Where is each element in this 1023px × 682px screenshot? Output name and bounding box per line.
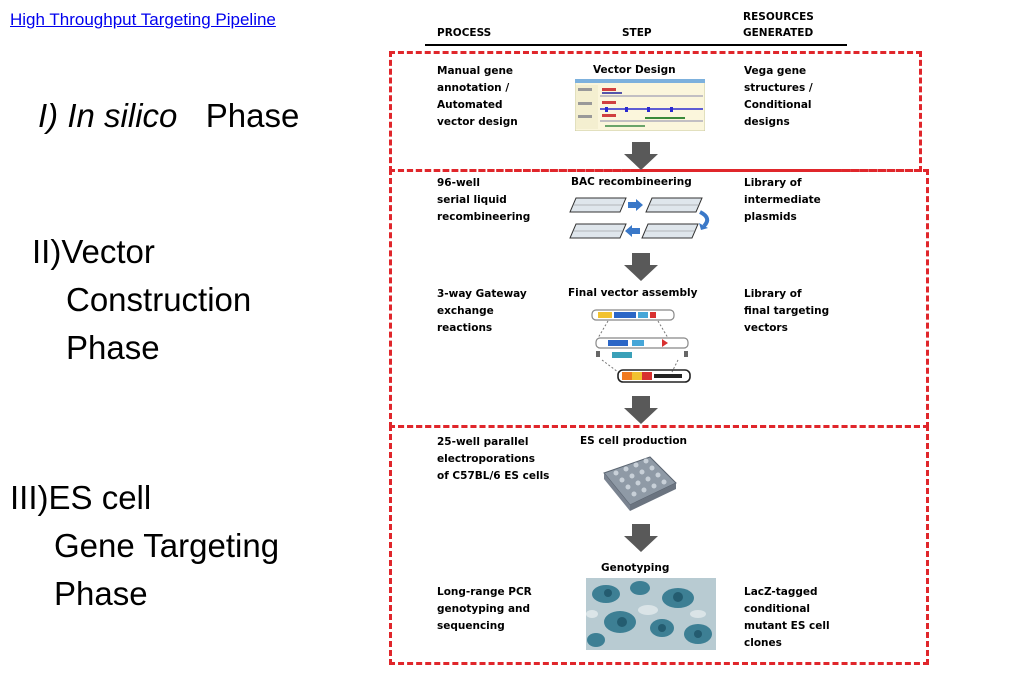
header-step: STEP bbox=[622, 27, 652, 39]
phase-2-numeral: II) bbox=[32, 233, 62, 270]
phase-3-line-1: ES cell bbox=[48, 479, 152, 516]
phase-1-rest: Phase bbox=[205, 97, 300, 134]
phase-2-line-2: Construction bbox=[66, 281, 252, 318]
row-4-step-title: ES cell production bbox=[580, 435, 688, 447]
phase-1-label: I) In silico Phase bbox=[38, 92, 299, 140]
row-1-process: Manual gene annotation / Automated vecto… bbox=[437, 65, 518, 128]
down-arrow-3 bbox=[624, 396, 658, 424]
row-3-step-title: Final vector assembly bbox=[568, 287, 698, 299]
row-1-resources: Vega gene structures / Conditional desig… bbox=[744, 65, 813, 128]
header-rule bbox=[425, 44, 847, 46]
row-5-resources: LacZ-tagged conditional mutant ES cell c… bbox=[744, 586, 830, 649]
row-2-resources: Library of intermediate plasmids bbox=[744, 177, 821, 223]
genotyping-cells-image bbox=[586, 578, 716, 650]
phase-2-line-3: Phase bbox=[66, 329, 160, 366]
row-2-process: 96-well serial liquid recombineering bbox=[437, 177, 531, 223]
es-cell-plate-image bbox=[603, 456, 677, 511]
row-1-step-title: Vector Design bbox=[593, 64, 676, 76]
down-arrow-1 bbox=[624, 142, 658, 170]
phase-2-line-1: Vector bbox=[61, 233, 155, 270]
down-arrow-4 bbox=[624, 524, 658, 552]
row-3-process: 3-way Gateway exchange reactions bbox=[437, 288, 527, 334]
recombineering-plates-image bbox=[569, 197, 710, 239]
row-5-process: Long-range PCR genotyping and sequencing bbox=[437, 586, 532, 632]
row-2-step-title: BAC recombineering bbox=[571, 176, 692, 188]
title-link[interactable]: High Throughput Targeting Pipeline bbox=[10, 10, 276, 29]
phase-3-line-3: Phase bbox=[54, 575, 148, 612]
phase-3-box bbox=[389, 425, 929, 665]
phase-3-line-2: Gene Targeting bbox=[54, 527, 280, 564]
phase-2-label: II)Vector Construction Phase bbox=[32, 228, 251, 372]
header-resources-2: GENERATED bbox=[743, 27, 814, 39]
phase-1-numeral: I) bbox=[38, 97, 59, 134]
vector-assembly-image bbox=[591, 309, 691, 383]
phase-3-numeral: III) bbox=[10, 479, 49, 516]
row-3-resources: Library of final targeting vectors bbox=[744, 288, 830, 334]
phase-1-italic: In silico bbox=[67, 97, 178, 134]
vector-design-image bbox=[575, 79, 705, 131]
down-arrow-2 bbox=[624, 253, 658, 281]
phase-3-label: III)ES cell Gene Targeting Phase bbox=[10, 474, 279, 618]
row-4-process: 25-well parallel electroporations of C57… bbox=[437, 436, 550, 482]
header-process: PROCESS bbox=[437, 27, 492, 39]
header-resources-1: RESOURCES bbox=[743, 11, 814, 23]
row-5-step-title: Genotyping bbox=[601, 562, 670, 574]
